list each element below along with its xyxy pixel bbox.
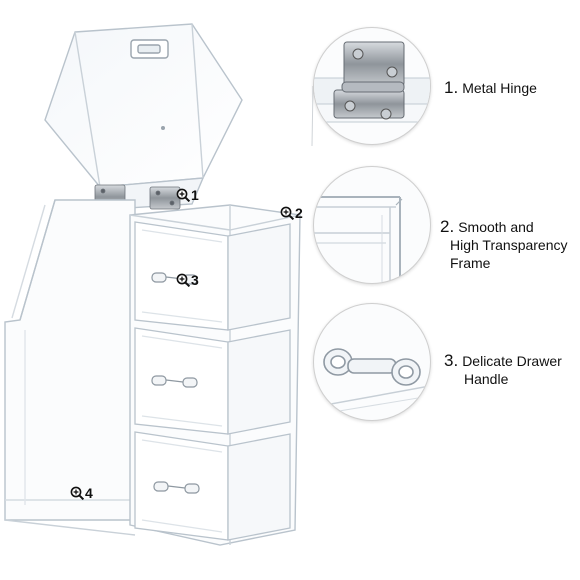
marker-number: 1 [191,187,199,203]
handle-detail-illustration [314,348,430,416]
marker-number: 4 [85,485,93,501]
magnifier-plus-icon [176,188,191,203]
marker-1: 1 [176,187,199,203]
callout-2: 2.Smooth and High Transparency Frame [440,218,568,272]
detail-circle-handle [313,303,431,421]
callout-1-line: 1.Metal Hinge [444,79,537,97]
marker-number: 2 [295,205,303,221]
marker-4: 4 [70,485,93,501]
callout-3-line-2: Handle [464,371,509,387]
callout-2-number: 2. [440,217,455,236]
drawer-2-handle [151,375,198,388]
magnifier-plus-icon [280,206,295,221]
callout-2-line-1: 2.Smooth and [440,218,568,236]
magnifier-plus-icon [70,486,85,501]
callout-2-line-2: High Transparency [450,237,568,253]
drawer-2 [134,327,291,435]
callout-3-text-1: Delicate Drawer [462,353,562,369]
leader-lines [311,85,314,147]
frame-detail-illustration [314,196,403,283]
callout-1: 1.Metal Hinge [444,79,537,97]
drawer-1 [134,221,291,331]
open-lid [44,23,243,211]
large-compartment [4,199,136,536]
drawer-3-handle [153,481,200,494]
marker-number: 3 [191,272,199,288]
callout-3: 3.Delicate Drawer Handle [444,352,562,388]
detail-circle-hinge [313,27,431,145]
callout-3-line-1: 3.Delicate Drawer [444,352,562,370]
detail-circle-frame [313,166,431,284]
marker-2: 2 [280,205,303,221]
callout-2-text-1: Smooth and [458,219,534,235]
drawer-3 [134,431,291,541]
magnifier-plus-icon [176,273,191,288]
callout-3-number: 3. [444,351,459,370]
hinge-detail-illustration [314,41,430,123]
marker-3: 3 [176,272,199,288]
callout-1-text: Metal Hinge [462,80,537,96]
callout-2-line-3: Frame [450,255,491,271]
callout-1-number: 1. [444,78,459,97]
